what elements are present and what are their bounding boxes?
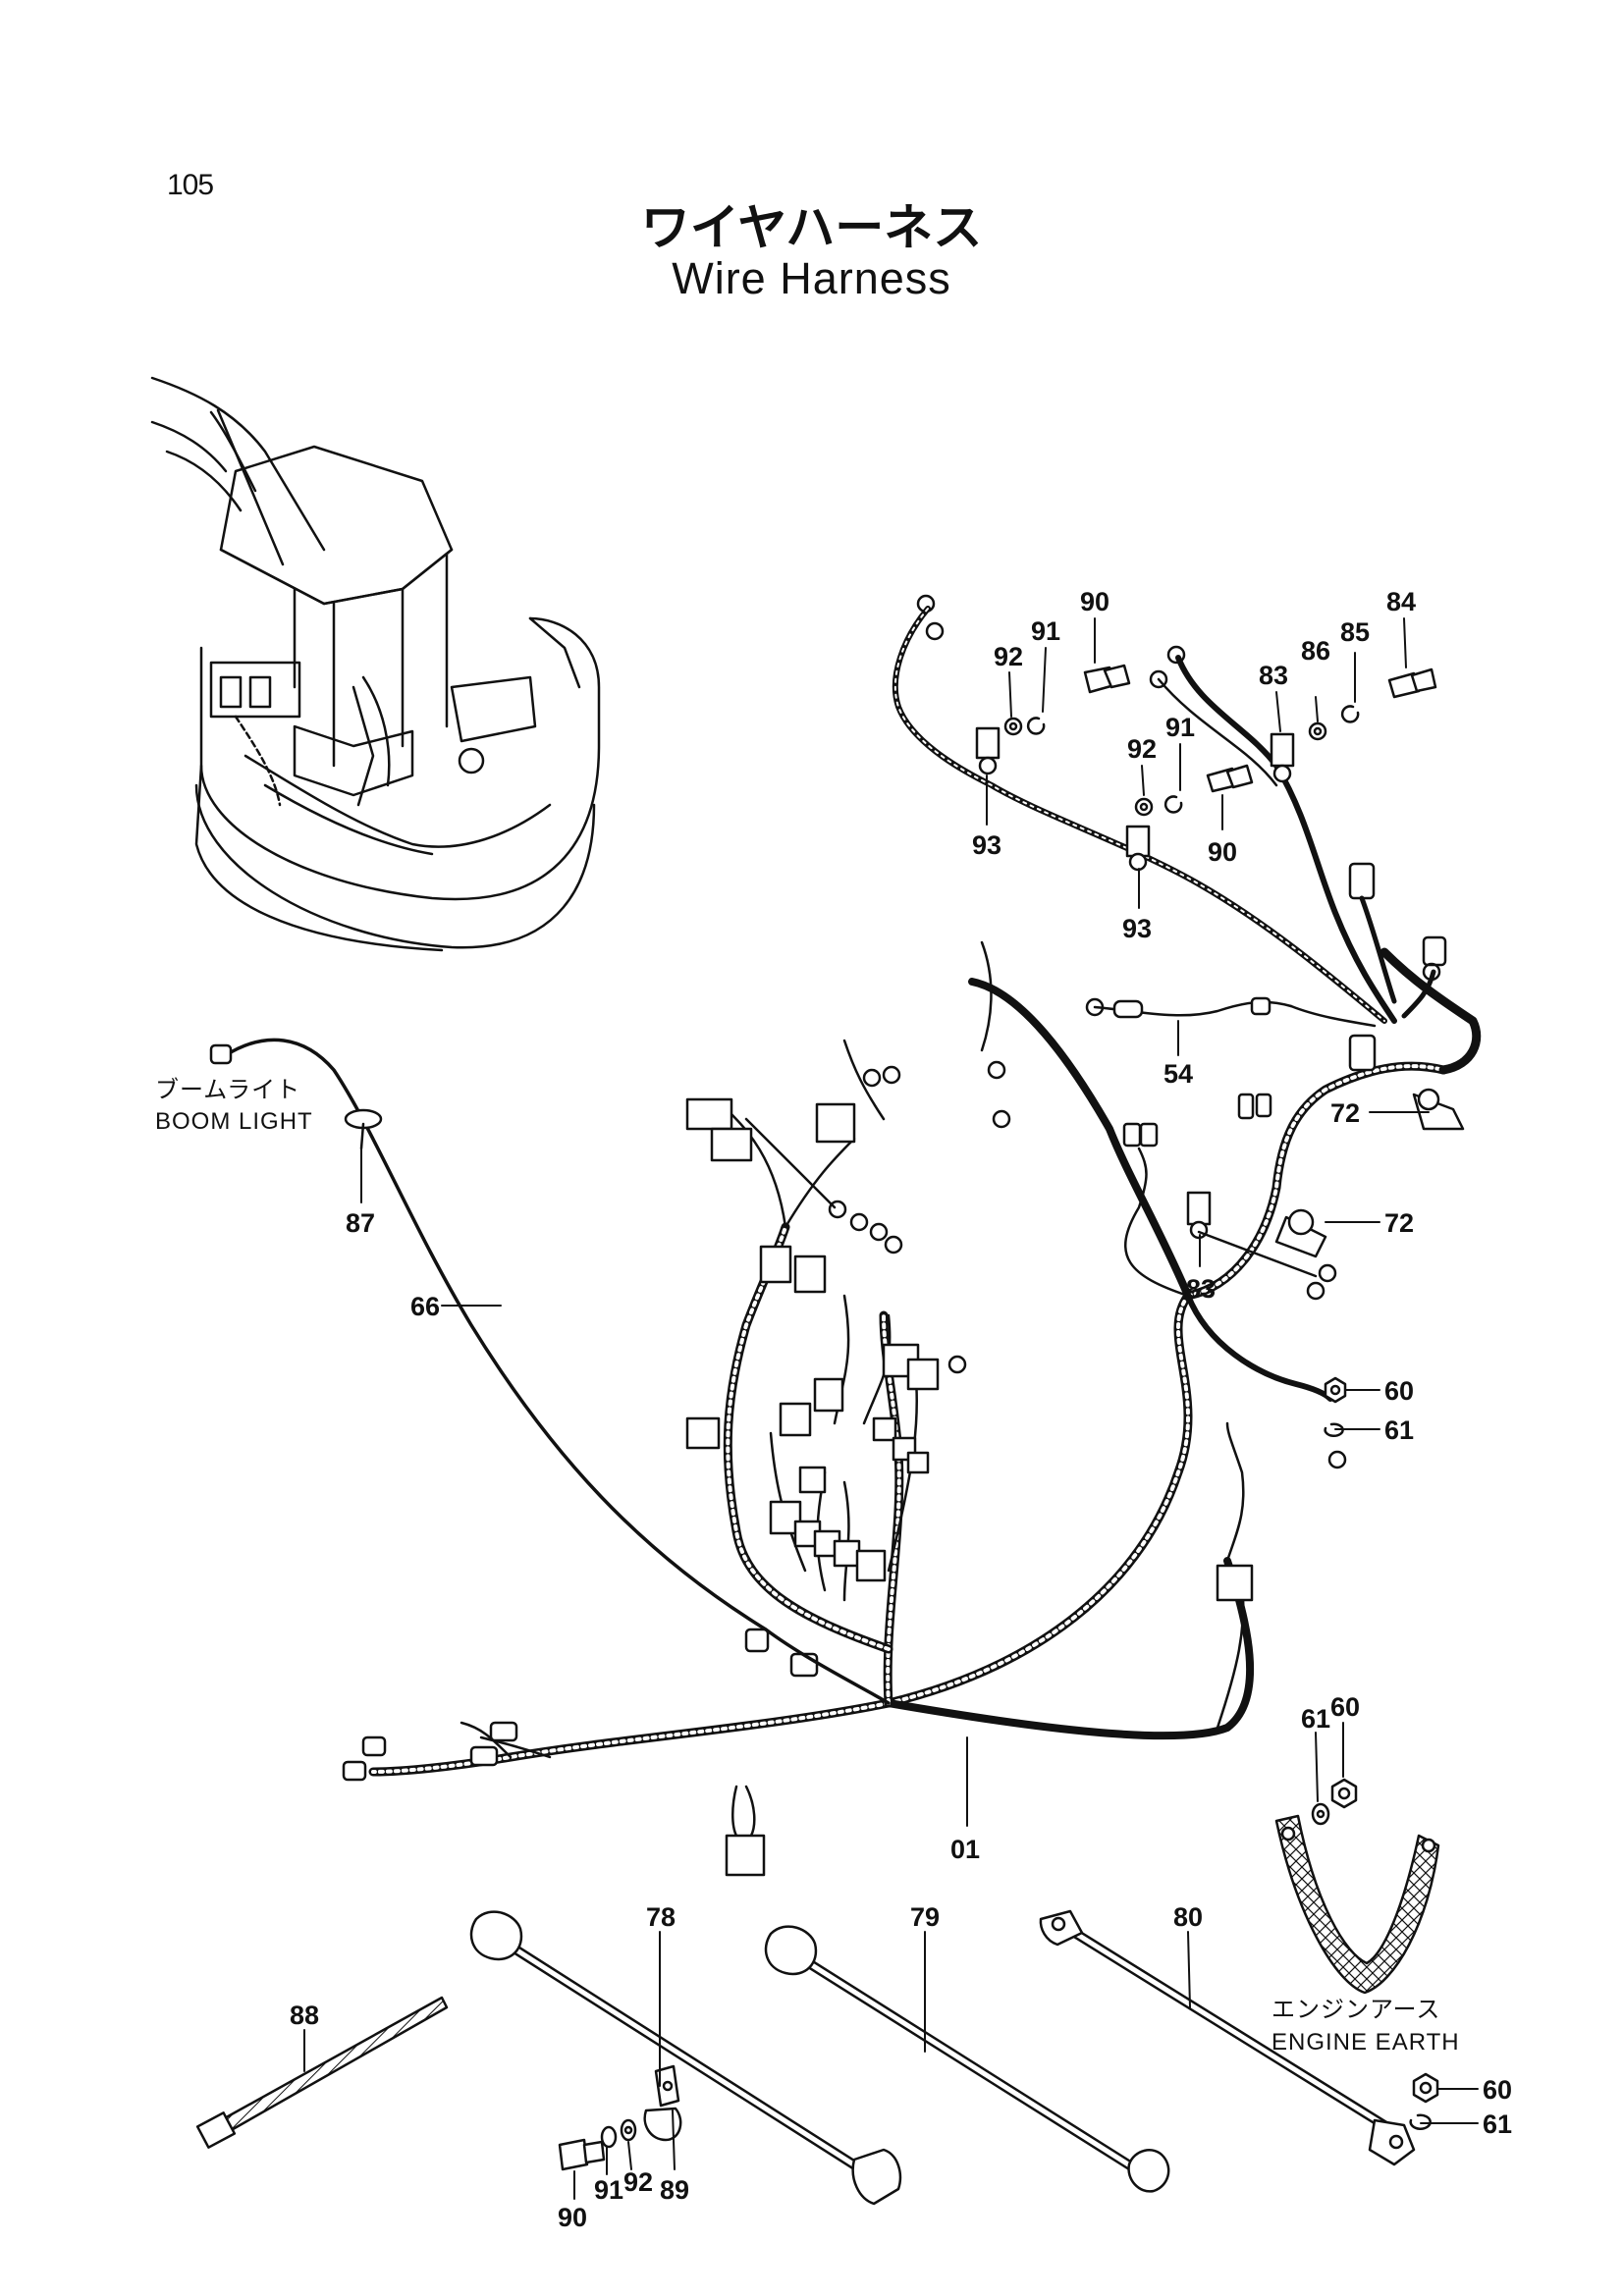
callout-93: 93 (972, 830, 1001, 860)
callout-leader-lines (303, 617, 1479, 2200)
callout-86: 86 (1301, 636, 1330, 666)
callout-93: 93 (1122, 914, 1152, 943)
machine-overview-illustration (150, 376, 601, 952)
callout-83: 83 (1259, 661, 1288, 690)
engine-earth-strap (1274, 1814, 1440, 1995)
callout-54: 54 (1163, 1059, 1193, 1089)
engine-earth-label-jp: エンジンアース (1271, 1996, 1440, 2023)
callout-numbers: 90 91 92 84 86 85 83 92 91 93 90 93 54 7… (290, 587, 1512, 2232)
callout-92: 92 (1127, 734, 1157, 764)
callout-90: 90 (1208, 837, 1237, 867)
callout-61: 61 (1301, 1704, 1330, 1734)
callout-83: 83 (1186, 1274, 1216, 1304)
callout-90: 90 (1080, 587, 1109, 616)
callout-84: 84 (1386, 587, 1416, 616)
upper-harness-branches (892, 606, 1465, 1278)
callout-60: 60 (1483, 2075, 1512, 2105)
callout-92: 92 (623, 2167, 653, 2197)
callout-61: 61 (1483, 2109, 1512, 2139)
callout-60: 60 (1330, 1692, 1360, 1722)
main-harness-01 (368, 940, 1482, 1838)
callout-87: 87 (346, 1208, 375, 1238)
callout-85: 85 (1340, 617, 1370, 647)
callout-80: 80 (1173, 1902, 1203, 1932)
battery-cables (469, 1909, 1416, 2206)
callout-92: 92 (994, 642, 1023, 671)
callout-66: 66 (410, 1292, 440, 1321)
boom-light-harness-66 (209, 1038, 891, 1705)
callout-91: 91 (1165, 713, 1195, 742)
callout-60: 60 (1384, 1376, 1414, 1406)
component-labels: ブームライト BOOM LIGHT エンジンアース ENGINE EARTH (155, 1076, 1460, 2056)
hardware-fasteners (1003, 664, 1439, 2130)
boom-light-label-en: BOOM LIGHT (155, 1108, 313, 1135)
callout-91: 91 (1031, 616, 1060, 646)
boom-light-label-jp: ブームライト (155, 1076, 300, 1103)
callout-89: 89 (660, 2175, 689, 2205)
bracket-hardware (558, 2064, 682, 2171)
callout-01: 01 (950, 1835, 980, 1864)
callout-79: 79 (910, 1902, 940, 1932)
engine-earth-label-en: ENGINE EARTH (1271, 2029, 1460, 2056)
page-number: 105 (167, 169, 214, 201)
callout-72: 72 (1330, 1098, 1360, 1128)
page-title-english: Wire Harness (672, 253, 951, 303)
callout-61: 61 (1384, 1415, 1414, 1445)
harness-connectors (342, 862, 1447, 1877)
callout-72: 72 (1384, 1208, 1414, 1238)
callout-88: 88 (290, 2001, 319, 2030)
ring-terminals (828, 594, 1441, 1469)
page-title-japanese: ワイヤハーネス (640, 199, 983, 256)
callout-90: 90 (558, 2203, 587, 2232)
callout-78: 78 (646, 1902, 676, 1932)
cable-tie-88 (195, 1996, 449, 2149)
callout-91: 91 (594, 2175, 623, 2205)
